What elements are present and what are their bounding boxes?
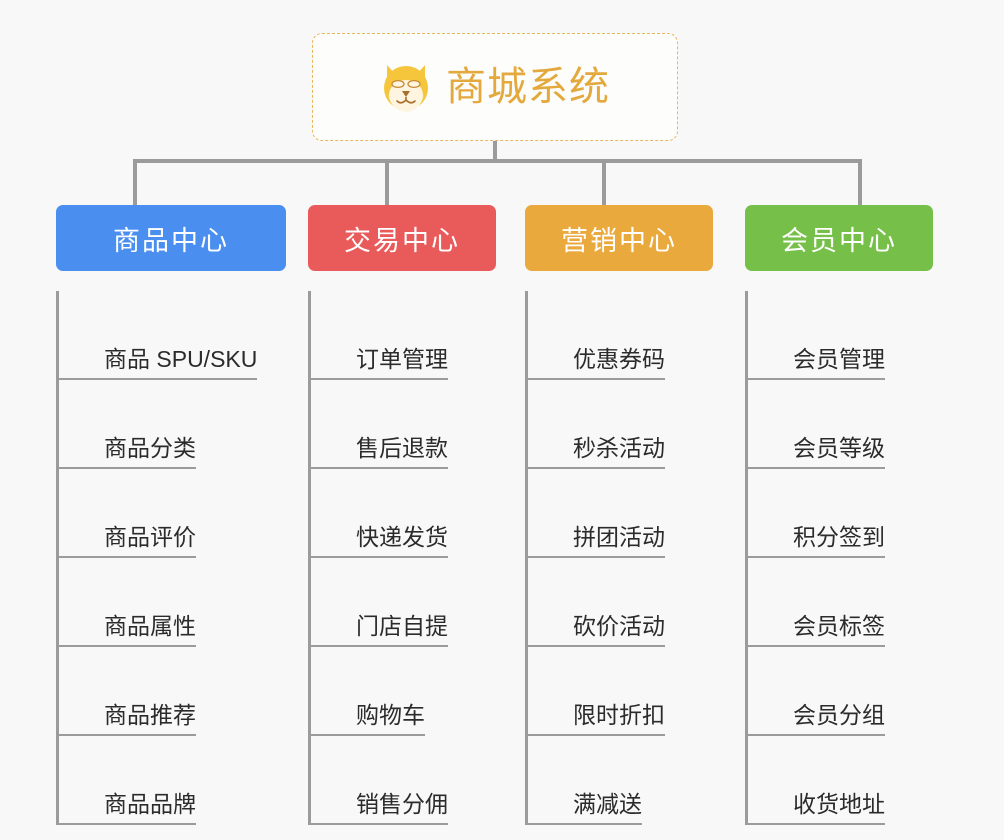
leaf-item[interactable]: 门店自提 xyxy=(311,558,496,647)
leaf-label: 会员分组 xyxy=(763,702,885,736)
leaf-label: 拼团活动 xyxy=(543,524,665,558)
leaf-item[interactable]: 商品分类 xyxy=(59,380,286,469)
leaf-list-3: 会员管理 会员等级 积分签到 会员标签 会员分组 收货地址 xyxy=(745,291,933,825)
leaf-item[interactable]: 砍价活动 xyxy=(528,558,713,647)
leaf-label: 会员标签 xyxy=(763,613,885,647)
branch-商品中心: 商品中心 商品 SPU/SKU 商品分类 商品评价 商品属性 商品推荐 商品品牌 xyxy=(56,205,286,825)
leaf-label: 售后退款 xyxy=(326,435,448,469)
leaf-item[interactable]: 满减送 xyxy=(528,736,713,825)
leaf-label: 商品评价 xyxy=(74,524,196,558)
connector-drop-branch-2 xyxy=(602,159,606,205)
leaf-item[interactable]: 限时折扣 xyxy=(528,647,713,736)
leaf-label: 商品 SPU/SKU xyxy=(74,346,258,380)
leaf-label: 满减送 xyxy=(543,791,642,825)
leaf-label: 商品属性 xyxy=(74,613,196,647)
leaf-label: 砍价活动 xyxy=(543,613,665,647)
connector-drop-branch-1 xyxy=(385,159,389,205)
root-title: 商城系统 xyxy=(446,65,610,109)
leaf-label: 商品推荐 xyxy=(74,702,196,736)
leaf-item[interactable]: 拼团活动 xyxy=(528,469,713,558)
leaf-item[interactable]: 商品 SPU/SKU xyxy=(59,291,286,380)
category-header-1[interactable]: 交易中心 xyxy=(308,205,496,271)
leaf-label: 订单管理 xyxy=(326,346,448,380)
leaf-item[interactable]: 商品属性 xyxy=(59,558,286,647)
leaf-label: 购物车 xyxy=(326,702,425,736)
leaf-item[interactable]: 会员管理 xyxy=(748,291,933,380)
leaf-item[interactable]: 快递发货 xyxy=(311,469,496,558)
leaf-item[interactable]: 会员等级 xyxy=(748,380,933,469)
category-label-1: 交易中心 xyxy=(344,225,460,256)
category-header-0[interactable]: 商品中心 xyxy=(56,205,286,271)
leaf-label: 会员管理 xyxy=(763,346,885,380)
category-header-2[interactable]: 营销中心 xyxy=(525,205,713,271)
connector-root-stem xyxy=(493,141,497,162)
leaf-item[interactable]: 积分签到 xyxy=(748,469,933,558)
leaf-list-0: 商品 SPU/SKU 商品分类 商品评价 商品属性 商品推荐 商品品牌 xyxy=(56,291,286,825)
leaf-label: 门店自提 xyxy=(326,613,448,647)
leaf-item[interactable]: 收货地址 xyxy=(748,736,933,825)
connector-horizontal-bus xyxy=(133,159,862,163)
leaf-label: 收货地址 xyxy=(763,791,885,825)
category-header-3[interactable]: 会员中心 xyxy=(745,205,933,271)
category-label-2: 营销中心 xyxy=(561,225,677,256)
leaf-item[interactable]: 商品推荐 xyxy=(59,647,286,736)
leaf-item[interactable]: 销售分佣 xyxy=(311,736,496,825)
leaf-label: 优惠券码 xyxy=(543,346,665,380)
leaf-item[interactable]: 订单管理 xyxy=(311,291,496,380)
category-label-3: 会员中心 xyxy=(781,225,897,256)
leaf-label: 秒杀活动 xyxy=(543,435,665,469)
leaf-list-2: 优惠券码 秒杀活动 拼团活动 砍价活动 限时折扣 满减送 xyxy=(525,291,713,825)
root-node[interactable]: 商城系统 xyxy=(312,33,678,141)
leaf-label: 销售分佣 xyxy=(326,791,448,825)
leaf-item[interactable]: 会员标签 xyxy=(748,558,933,647)
leaf-item[interactable]: 售后退款 xyxy=(311,380,496,469)
leaf-label: 快递发货 xyxy=(326,524,448,558)
connector-drop-branch-3 xyxy=(858,159,862,205)
leaf-item[interactable]: 购物车 xyxy=(311,647,496,736)
leaf-item[interactable]: 秒杀活动 xyxy=(528,380,713,469)
dog-face-icon xyxy=(380,61,432,113)
leaf-item[interactable]: 商品品牌 xyxy=(59,736,286,825)
leaf-label: 商品品牌 xyxy=(74,791,196,825)
leaf-item[interactable]: 优惠券码 xyxy=(528,291,713,380)
leaf-label: 商品分类 xyxy=(74,435,196,469)
connector-drop-branch-0 xyxy=(133,159,137,205)
leaf-item[interactable]: 会员分组 xyxy=(748,647,933,736)
branch-会员中心: 会员中心 会员管理 会员等级 积分签到 会员标签 会员分组 收货地址 xyxy=(745,205,933,825)
leaf-label: 积分签到 xyxy=(763,524,885,558)
leaf-list-1: 订单管理 售后退款 快递发货 门店自提 购物车 销售分佣 xyxy=(308,291,496,825)
branch-交易中心: 交易中心 订单管理 售后退款 快递发货 门店自提 购物车 销售分佣 xyxy=(308,205,496,825)
leaf-item[interactable]: 商品评价 xyxy=(59,469,286,558)
category-label-0: 商品中心 xyxy=(113,225,229,256)
leaf-label: 会员等级 xyxy=(763,435,885,469)
branch-营销中心: 营销中心 优惠券码 秒杀活动 拼团活动 砍价活动 限时折扣 满减送 xyxy=(525,205,713,825)
leaf-label: 限时折扣 xyxy=(543,702,665,736)
